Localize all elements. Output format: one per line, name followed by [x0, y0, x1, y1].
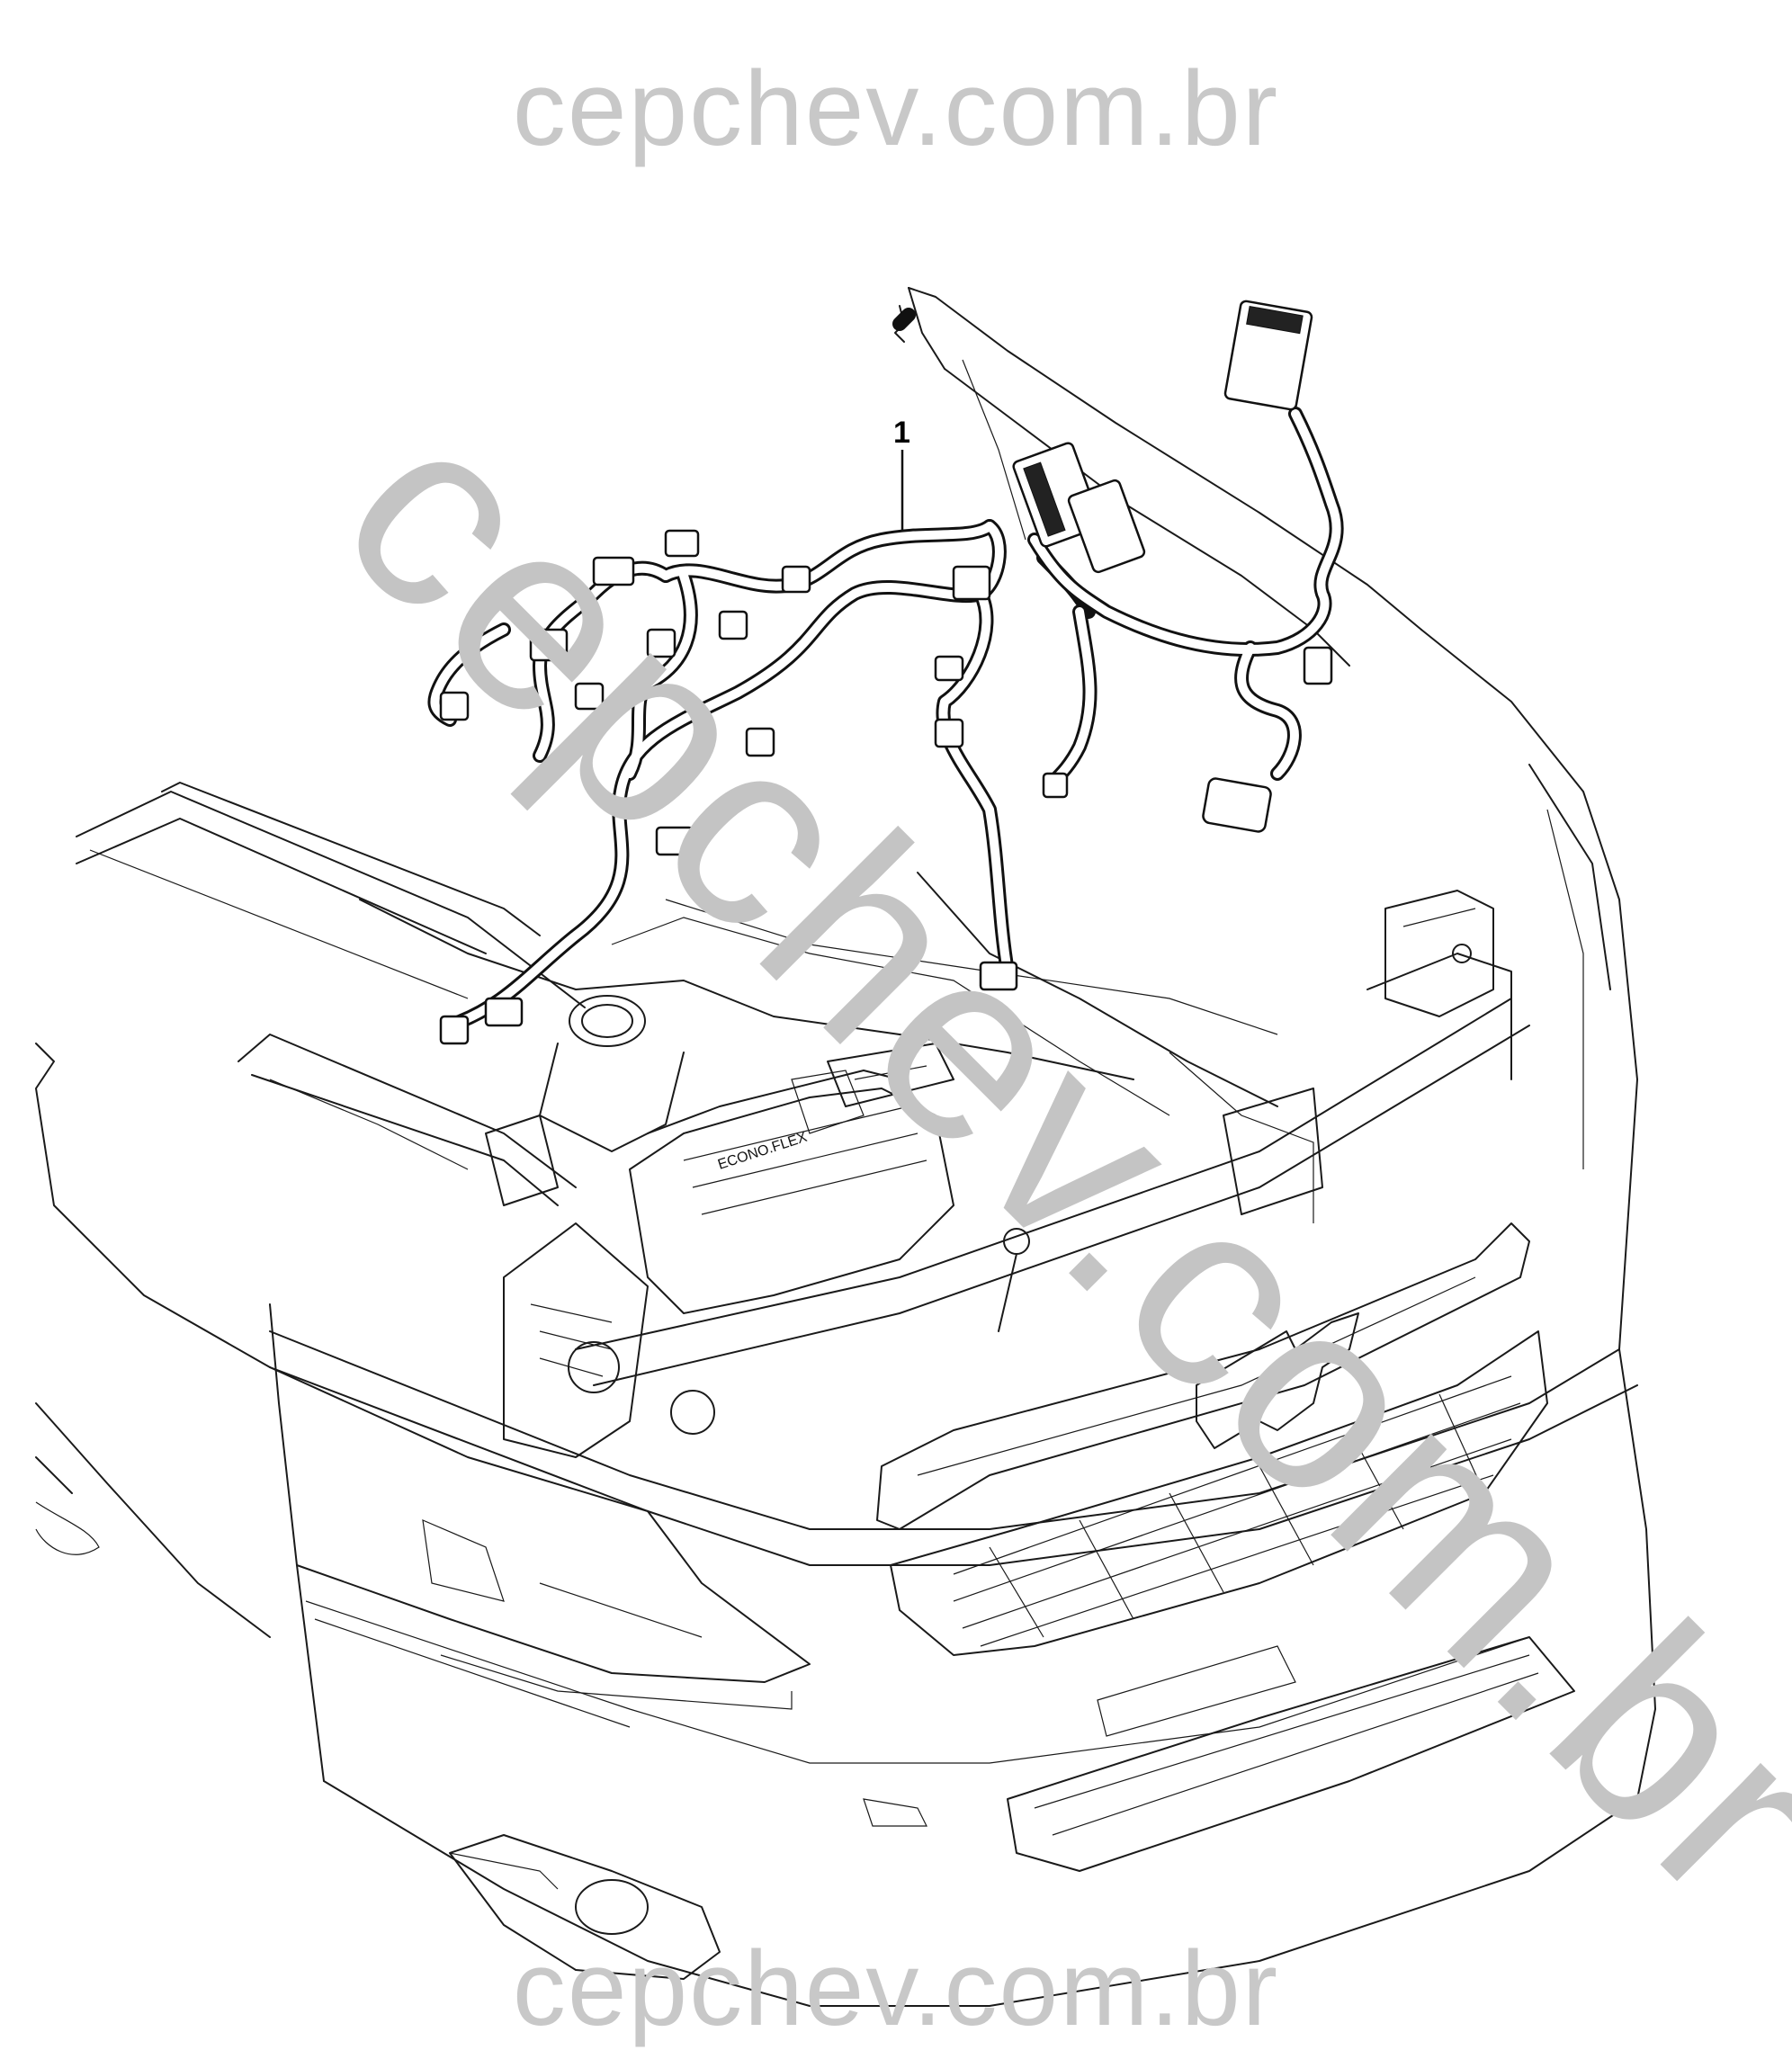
throttle-body — [485, 995, 865, 1206]
left-fender — [35, 1043, 325, 1782]
lower-intake — [863, 1636, 1575, 1872]
fog-lamp — [449, 1834, 721, 1980]
upper-grille — [876, 1222, 1530, 1530]
lower-grille-mesh — [890, 1330, 1548, 1656]
firewall — [359, 872, 1323, 1223]
watermark-top: cepchev.com.br — [512, 49, 1280, 168]
headlamp — [269, 1366, 811, 1710]
dipstick — [998, 1228, 1030, 1332]
bowtie-emblem — [1196, 1312, 1359, 1449]
callout-label-1: 1 — [893, 416, 910, 450]
engine-cover-brand: ECONO.FLEX — [716, 1130, 810, 1173]
left-fender-rail — [76, 782, 586, 1206]
hood-outline — [894, 287, 1422, 667]
engine-block — [503, 1043, 954, 1458]
watermark-bottom: cepchev.com.br — [512, 1929, 1280, 2048]
harness-connectors — [439, 300, 1333, 1045]
battery-tray — [1384, 890, 1494, 1017]
radiator-support — [575, 899, 1530, 1386]
right-fender — [1366, 629, 1638, 1350]
